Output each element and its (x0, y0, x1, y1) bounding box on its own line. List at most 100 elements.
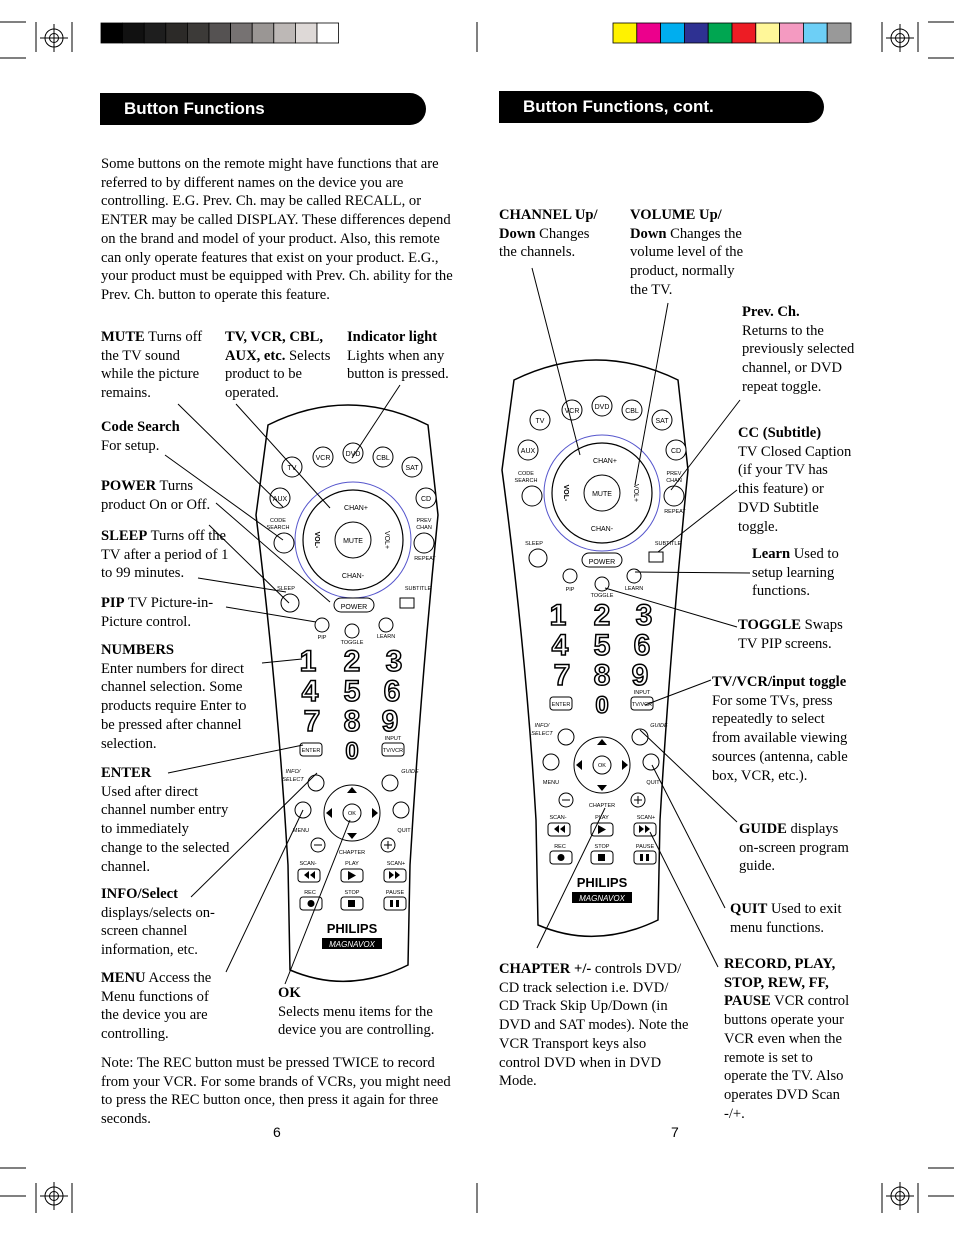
vcr-button-r[interactable]: VCR (565, 408, 580, 415)
calibration-swatch (707, 22, 733, 44)
play-label: PLAY (345, 861, 359, 867)
digit-8[interactable]: 8 (343, 704, 361, 739)
chan-down-button[interactable]: CHAN- (342, 573, 365, 580)
rec-label-r: REC (554, 844, 566, 850)
menu-button[interactable]: MENU (293, 828, 309, 834)
aux-button-r[interactable]: AUX (521, 448, 536, 455)
menu-description: MENU Access the Menu functions of the de… (101, 970, 212, 1043)
digit-7-r[interactable]: 7 (553, 658, 571, 693)
quit-button-r[interactable]: QUIT (646, 780, 660, 786)
tv-button[interactable]: TV (288, 465, 297, 472)
pip-button[interactable]: PIP (318, 635, 327, 641)
vol-down-button-r[interactable]: VOL- (562, 485, 569, 502)
digit-6-r[interactable]: 6 (633, 628, 651, 663)
digit-2-r[interactable]: 2 (593, 598, 611, 633)
mute-button-r[interactable]: MUTE (592, 491, 612, 498)
digit-7[interactable]: 7 (303, 704, 321, 739)
prev-label-r: PREV (667, 471, 682, 477)
philips-logo-r: PHILIPS (577, 875, 628, 890)
search-label-r: SEARCH (515, 478, 538, 484)
cc-description: CC (Subtitle)TV Closed Caption (if your … (738, 425, 852, 535)
remote-illustration-right: TV VCR DVD CBL SAT AUX CD CODE SEARCH PR… (501, 359, 689, 938)
cbl-button-r[interactable]: CBL (625, 408, 639, 415)
learn-button[interactable]: LEARN (377, 634, 395, 640)
calibration-swatch (186, 22, 210, 44)
cbl-button[interactable]: CBL (376, 455, 390, 462)
digit-4[interactable]: 4 (301, 674, 320, 709)
volume-description: VOLUME Up/ Down Changes the volume level… (630, 207, 744, 298)
calibration-swatch (143, 22, 167, 44)
info-label-r: INFO/ (535, 723, 550, 729)
digit-3-r[interactable]: 3 (635, 598, 653, 633)
calibration-swatch (803, 22, 828, 44)
vcr-button[interactable]: VCR (316, 455, 331, 462)
pip-button-r[interactable]: PIP (566, 587, 575, 593)
dvd-button-r[interactable]: DVD (595, 404, 610, 411)
calibration-swatch (636, 22, 661, 44)
digit-8-r[interactable]: 8 (593, 658, 611, 693)
learn-description: Learn Used to setup learning functions. (752, 546, 839, 600)
input-label: INPUT (385, 736, 402, 742)
stop-label: STOP (345, 890, 360, 896)
toggle-button[interactable]: TOGGLE (341, 640, 364, 646)
aux-button[interactable]: AUX (273, 496, 288, 503)
vol-up-button[interactable]: VOL+ (383, 531, 390, 549)
quit-button[interactable]: QUIT (397, 828, 411, 834)
cd-button[interactable]: CD (421, 496, 431, 503)
calibration-swatch (779, 22, 804, 44)
calibration-swatch (165, 22, 188, 44)
chan-up-button[interactable]: CHAN+ (344, 505, 368, 512)
stop-label-r: STOP (595, 844, 610, 850)
digit-1-r[interactable]: 1 (549, 598, 567, 633)
mute-button[interactable]: MUTE (343, 538, 363, 545)
dvd-button[interactable]: DVD (346, 451, 361, 458)
chan-label: CHAN (416, 525, 432, 531)
repeat-label-r: REPEAT (664, 509, 686, 515)
digit-3[interactable]: 3 (385, 644, 403, 679)
tv-button-r[interactable]: TV (536, 418, 545, 425)
power-button-r[interactable]: POWER (589, 559, 615, 566)
ok-button[interactable]: OK (348, 811, 356, 817)
digit-5-r[interactable]: 5 (593, 628, 611, 663)
ok-button-r[interactable]: OK (598, 763, 606, 769)
digit-5[interactable]: 5 (343, 674, 361, 709)
digit-0-r[interactable]: 0 (595, 691, 610, 720)
toggle-button-r[interactable]: TOGGLE (591, 593, 614, 599)
tvvcr-button[interactable]: TV/VCR (383, 748, 403, 754)
digit-6[interactable]: 6 (383, 674, 401, 709)
right-heading: Button Functions, cont. (499, 91, 824, 123)
calibration-swatch (230, 22, 253, 44)
pause-label-r: PAUSE (636, 844, 655, 850)
sat-button[interactable]: SAT (405, 465, 419, 472)
tvvcr-button-r[interactable]: TV/VCR (632, 702, 652, 708)
learn-button-r[interactable]: LEARN (625, 586, 643, 592)
cd-button-r[interactable]: CD (671, 448, 681, 455)
enter-button-r[interactable]: ENTER (552, 702, 571, 708)
calibration-swatch (208, 22, 232, 44)
digit-9-r[interactable]: 9 (631, 658, 649, 693)
menu-button-r[interactable]: MENU (543, 780, 559, 786)
digit-2[interactable]: 2 (343, 644, 361, 679)
digit-9[interactable]: 9 (381, 704, 399, 739)
code-label-r: CODE (518, 471, 534, 477)
chan-up-button-r[interactable]: CHAN+ (593, 458, 617, 465)
mute-description: MUTE Turns off the TV sound while the pi… (101, 329, 203, 402)
tvvcr-description: TV, VCR, CBL, AUX, etc. Selects product … (225, 329, 331, 402)
info-label: INFO/ (286, 769, 301, 775)
calibration-swatch (755, 22, 780, 44)
enter-button[interactable]: ENTER (302, 748, 321, 754)
repeat-label: REPEAT (414, 556, 436, 562)
digit-0[interactable]: 0 (345, 737, 360, 766)
digit-1[interactable]: 1 (299, 644, 317, 679)
sat-button-r[interactable]: SAT (655, 418, 669, 425)
chan-down-button-r[interactable]: CHAN- (591, 526, 614, 533)
vol-up-button-r[interactable]: VOL+ (632, 484, 639, 502)
power-button[interactable]: POWER (341, 604, 367, 611)
vol-down-button[interactable]: VOL- (313, 532, 320, 549)
subtitle-label-r: SUBTITLE (655, 541, 682, 547)
digit-4-r[interactable]: 4 (551, 628, 570, 663)
calibration-swatch (660, 22, 685, 44)
quit-description: QUIT Used to exit menu functions. (730, 901, 842, 936)
